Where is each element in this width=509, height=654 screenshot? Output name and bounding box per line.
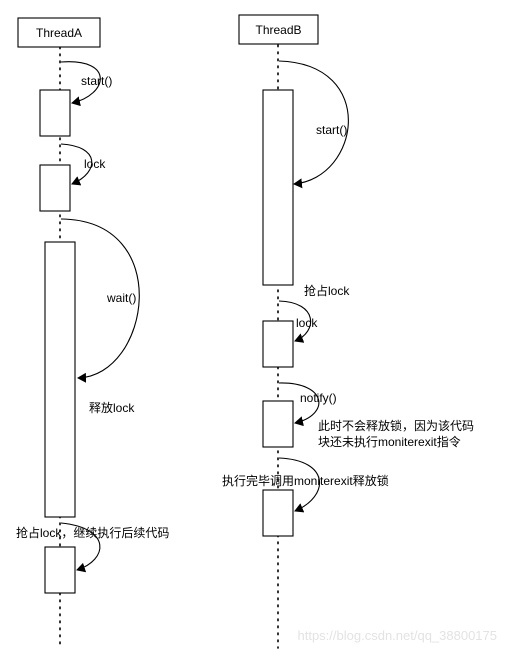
thread-a-header: ThreadA [17, 17, 101, 48]
thread-b-activation-start [262, 89, 294, 286]
thread-b-start-label: start() [316, 123, 347, 137]
thread-b-exit-arrow [278, 457, 320, 513]
thread-a-wait-label: wait() [106, 291, 136, 305]
thread-b-exit-label: 执行完毕调用moniterexit释放锁 [222, 473, 389, 488]
thread-b-activation-notify [262, 400, 294, 448]
thread-a-start-arrow [60, 61, 101, 107]
thread-b-grab-label: 抢占lock [304, 283, 350, 298]
thread-a-lock-label: lock [84, 157, 106, 171]
thread-b-start-arrow [278, 60, 349, 189]
thread-a-grab-continue-label: 抢占lock，继续执行后续代码 [16, 525, 169, 540]
thread-a-activation-wait [44, 241, 76, 518]
thread-a-title: ThreadA [36, 26, 82, 40]
thread-a-activation-start [39, 89, 71, 137]
thread-a-lock-arrow [60, 143, 93, 186]
thread-a-resume-arrow [60, 522, 101, 573]
thread-a-start-label: start() [81, 74, 112, 88]
thread-b-activation-lock [262, 320, 294, 368]
thread-b-notify-label: notify() [300, 391, 337, 405]
thread-b-notify-arrow [278, 382, 320, 427]
thread-a-wait-arrow [60, 218, 140, 383]
thread-b-lock-arrow [278, 300, 312, 343]
thread-b-header: ThreadB [238, 14, 319, 45]
thread-b-title: ThreadB [255, 23, 301, 37]
thread-b-note-line2: 块还未执行moniterexit指令 [318, 434, 461, 449]
thread-b-note-line1: 此时不会释放锁，因为该代码 [318, 418, 474, 433]
thread-a-activation-lock [39, 164, 71, 212]
thread-a-activation-resume [44, 546, 76, 594]
thread-a-release-label: 释放lock [89, 400, 135, 415]
watermark: https://blog.csdn.net/qq_38800175 [298, 628, 498, 643]
thread-b-lock-label: lock [296, 316, 318, 330]
thread-b-activation-exit [262, 489, 294, 537]
